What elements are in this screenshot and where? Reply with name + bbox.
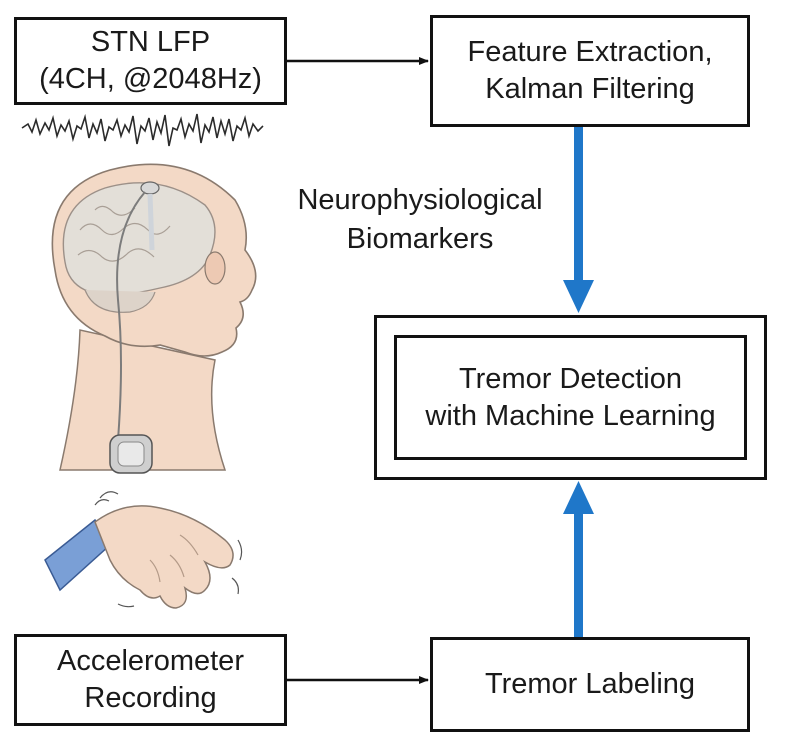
arrow-labeling-to-detection [563, 481, 594, 637]
arrow-features-to-detection [563, 127, 594, 313]
tremor-detection-node: Tremor Detection with Machine Learning [394, 335, 747, 460]
lfp-node: STN LFP (4CH, @2048Hz) [14, 17, 287, 105]
feature-extraction-node: Feature Extraction, Kalman Filtering [430, 15, 750, 127]
tremor-labeling-node: Tremor Labeling [430, 637, 750, 732]
accelerometer-node: Accelerometer Recording [14, 634, 287, 726]
feature-extraction-label: Feature Extraction, Kalman Filtering [467, 36, 713, 105]
tremor-labeling-label: Tremor Labeling [484, 668, 696, 700]
accelerometer-label: Accelerometer Recording [57, 645, 244, 714]
tremoring-hand-icon [44, 491, 243, 609]
lfp-node-label: STN LFP (4CH, @2048Hz) [39, 26, 262, 95]
biomarkers-edge-label: Neurophysiological Biomarkers [297, 184, 543, 255]
lfp-waveform-icon [21, 113, 264, 147]
head-with-brain-implant-icon [51, 163, 257, 474]
tremor-detection-label: Tremor Detection with Machine Learning [425, 362, 716, 432]
